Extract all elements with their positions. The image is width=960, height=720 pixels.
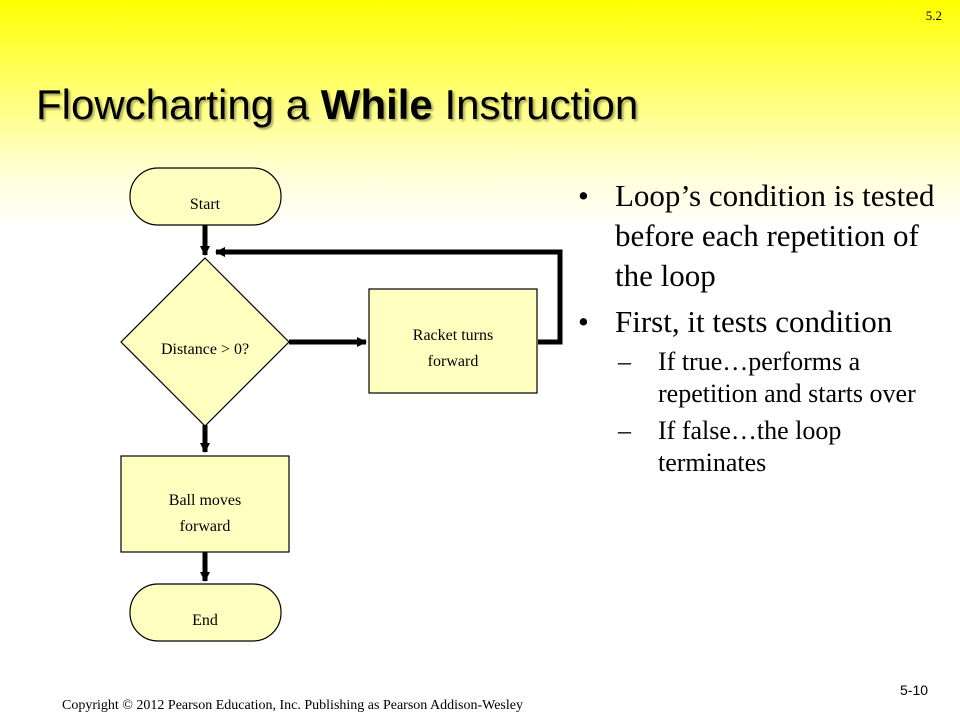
- title-prefix: Flowcharting a: [36, 81, 321, 128]
- loop-body-node: Racket turns forward: [368, 288, 538, 394]
- loop-body-label-line-2: forward: [428, 353, 479, 370]
- after-loop-node: Ball moves forward: [120, 455, 290, 553]
- connector-loop-back: [215, 247, 563, 345]
- bullet-text: Loop’s condition is tested before each r…: [615, 178, 935, 293]
- end-node: End: [129, 583, 282, 642]
- copyright-notice: Copyright © 2012 Pearson Education, Inc.…: [62, 698, 523, 713]
- after-loop-label-line-1: Ball moves: [169, 492, 241, 509]
- bullet-list: Loop’s condition is tested before each r…: [578, 176, 948, 485]
- page-number: 5-10: [900, 682, 929, 698]
- slide-title: Flowcharting a While Instruction: [36, 80, 638, 130]
- after-loop-label-line-2: forward: [180, 518, 231, 535]
- decision-label: Distance > 0?: [161, 341, 249, 358]
- sub-bullet-item: If true…performs a repetition and starts…: [618, 346, 948, 410]
- sub-bullet-list: If true…performs a repetition and starts…: [615, 346, 948, 479]
- end-label: End: [192, 612, 218, 629]
- bullet-item: Loop’s condition is tested before each r…: [578, 176, 948, 296]
- loop-body-label-line-1: Racket turns: [413, 327, 493, 344]
- section-number: 5.2: [925, 8, 942, 23]
- bullet-item: First, it tests condition If true…perfor…: [578, 302, 948, 479]
- title-emphasis: While: [320, 81, 433, 128]
- sub-bullet-item: If false…the loop terminates: [618, 415, 948, 479]
- bullet-text: First, it tests condition: [615, 304, 893, 339]
- title-suffix: Instruction: [432, 81, 639, 128]
- start-label: Start: [190, 196, 221, 213]
- start-node: Start: [129, 167, 282, 226]
- decision-node: Distance > 0?: [120, 257, 290, 427]
